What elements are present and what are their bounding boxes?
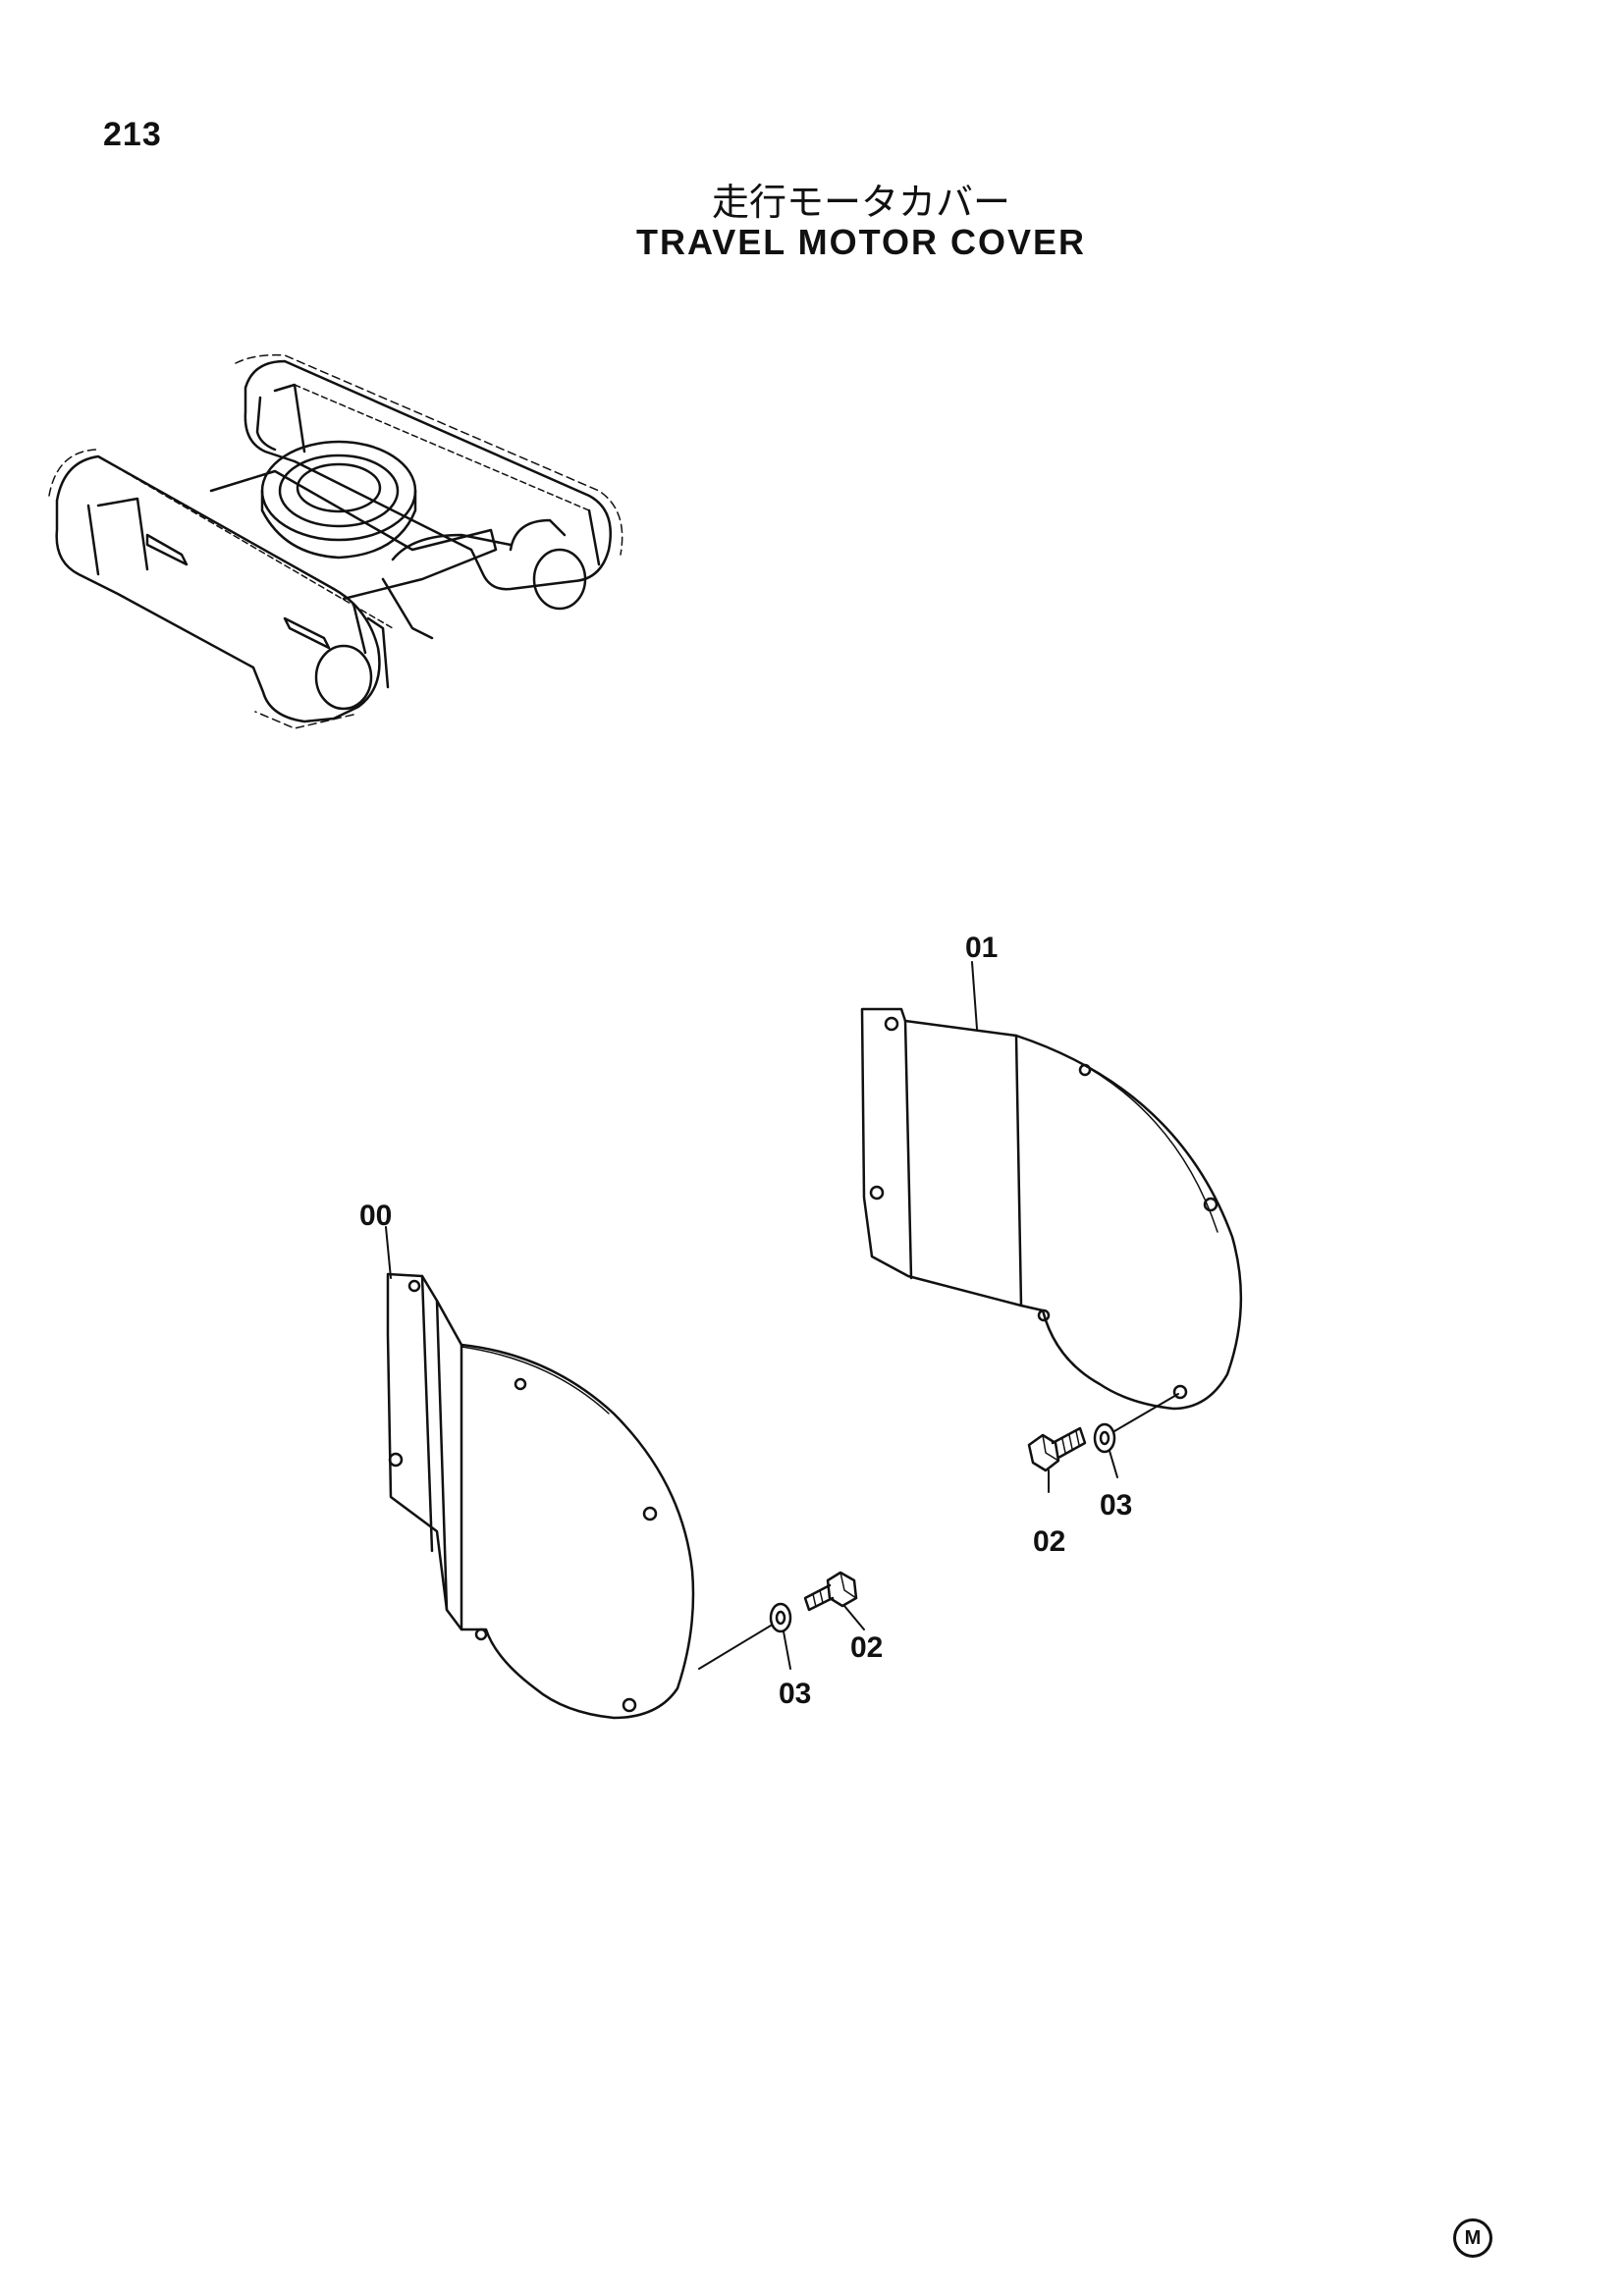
callout-01: 01: [965, 932, 998, 964]
washer-icon-left: [698, 1602, 792, 1670]
title-japanese: 走行モータカバー: [711, 181, 1010, 224]
travel-motor-cover-01: [860, 961, 1243, 1411]
bolt-icon: [1027, 1426, 1087, 1493]
undercarriage-icon: [48, 353, 623, 729]
page-number: 213: [103, 116, 162, 153]
callout-03-right: 03: [1100, 1489, 1132, 1522]
callout-02-right: 02: [1033, 1525, 1065, 1558]
manufacturer-mark: M: [1453, 2218, 1492, 2258]
callout-00: 00: [359, 1200, 392, 1232]
washer-icon: [1093, 1393, 1179, 1478]
travel-motor-cover-00: [385, 1226, 695, 1720]
bolt-icon-left: [803, 1571, 865, 1630]
title-english: TRAVEL MOTOR COVER: [635, 222, 1087, 262]
callout-02-left: 02: [850, 1631, 883, 1664]
callout-03-left: 03: [779, 1678, 811, 1710]
